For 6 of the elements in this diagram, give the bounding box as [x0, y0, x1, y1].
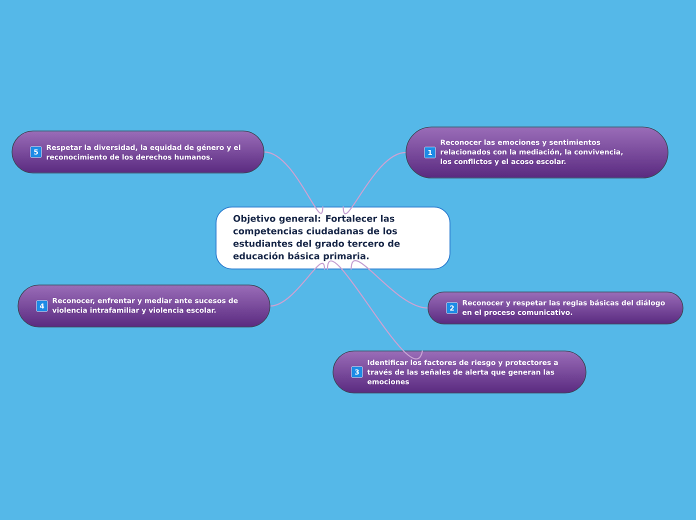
connector-line: [342, 152, 406, 214]
topic-box: Objetivo general: Fortalecer las competencias ciudadanas de los estudiantes del grado tercero de educación básica primaria.: [216, 206, 450, 270]
connector-line: [350, 260, 428, 309]
connector-line: [270, 263, 326, 307]
connector-line: [326, 261, 423, 359]
connector-line: [264, 151, 324, 214]
